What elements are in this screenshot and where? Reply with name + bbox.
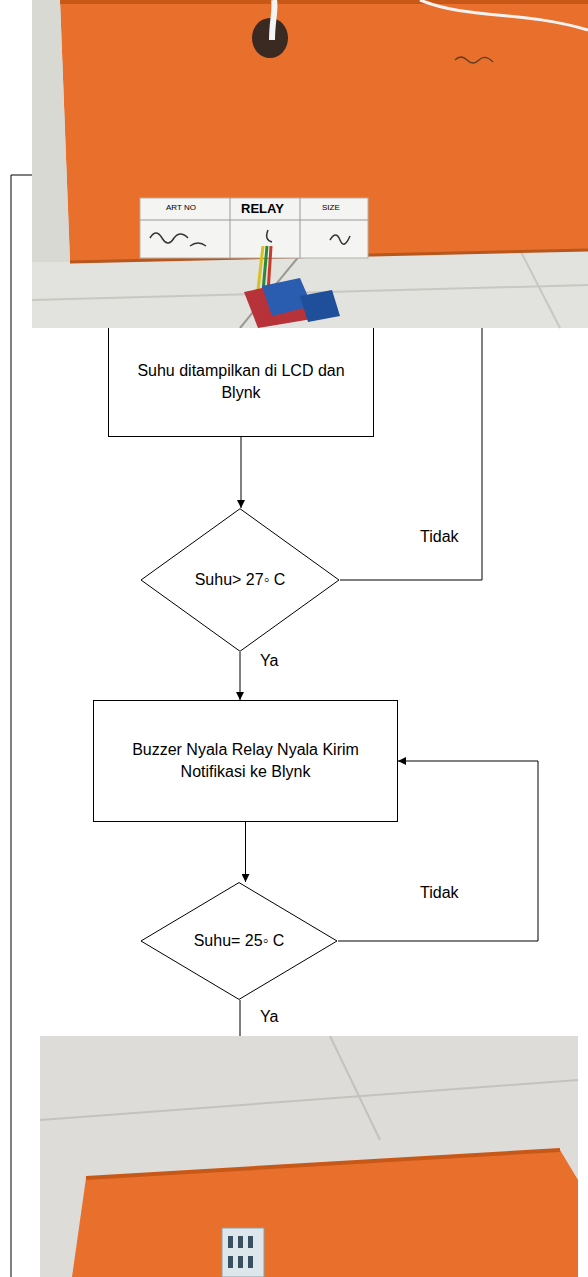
- sensor-slot: [238, 1236, 243, 1248]
- node-text-group: Suhu> 27◦ C: [195, 569, 286, 591]
- node-text-group: Buzzer Nyala Relay Nyala Kirim Notifikas…: [104, 739, 387, 784]
- process-box: Buzzer Nyala Relay Nyala Kirim Notifikas…: [93, 700, 398, 822]
- sensor-slot: [248, 1236, 253, 1248]
- edge-label: Ya: [258, 652, 280, 670]
- handwriting: [455, 57, 493, 63]
- node-text: Suhu ditampilkan di LCD dan Blynk: [119, 360, 363, 405]
- box-edge: [60, 0, 588, 4]
- sticker-title: RELAY: [241, 201, 284, 216]
- tile-gap: [520, 250, 560, 328]
- diamond-shape: [141, 509, 339, 652]
- branch-label: Ya: [258, 1008, 280, 1026]
- handwriting: [330, 235, 350, 244]
- sticker-line: [230, 198, 231, 258]
- sensor-slot: [238, 1256, 243, 1268]
- cable: [272, 0, 275, 40]
- decision-diamond: Suhu> 27◦ C: [140, 508, 340, 652]
- handwriting: [267, 230, 272, 242]
- sticker-line: [300, 198, 301, 258]
- node-text-group: Suhu ditampilkan di LCD dan Blynk: [119, 360, 363, 405]
- dht-sensor: [222, 1228, 264, 1277]
- sticker-text: SIZE: [322, 203, 340, 212]
- tile-gap: [330, 1036, 380, 1140]
- sensor-slot: [248, 1256, 253, 1268]
- node-text-group: Suhu= 25◦ C: [194, 930, 285, 952]
- floor: [32, 0, 588, 328]
- return-line: [11, 175, 32, 1277]
- orange-box: [72, 1150, 578, 1277]
- node-text: Buzzer Nyala Relay Nyala Kirim Notifikas…: [104, 739, 387, 784]
- tile-gap: [40, 1080, 578, 1120]
- flow-arrow: [240, 652, 241, 700]
- floor: [40, 1036, 578, 1277]
- orange-box: [60, 0, 588, 262]
- branch-label: Tidak: [418, 528, 461, 546]
- flow-arrow: [245, 822, 246, 882]
- sticker-text: ART NO: [166, 203, 196, 212]
- sensor-slot: [228, 1236, 233, 1248]
- flow-arrow: [241, 437, 242, 508]
- node-text: Suhu= 25◦ C: [194, 930, 285, 952]
- decision-diamond: Suhu= 25◦ C: [140, 882, 338, 1000]
- exit-line: [240, 1000, 241, 1036]
- floor: [32, 0, 70, 262]
- handwriting: [150, 233, 206, 246]
- label-sticker: [140, 198, 368, 258]
- sensor-photo: [40, 1036, 578, 1277]
- box-edge: [86, 1150, 560, 1178]
- relay-photo: [32, 0, 588, 328]
- node-text: Suhu> 27◦ C: [195, 569, 286, 591]
- diamond-shape: [141, 883, 337, 1000]
- process-box: Suhu ditampilkan di LCD dan Blynk: [108, 328, 374, 437]
- sticker-line: [140, 220, 368, 221]
- terminal-block: [300, 290, 340, 322]
- sensor-slot: [228, 1256, 233, 1268]
- cable: [420, 0, 588, 30]
- edge-label: Tidak: [418, 884, 461, 902]
